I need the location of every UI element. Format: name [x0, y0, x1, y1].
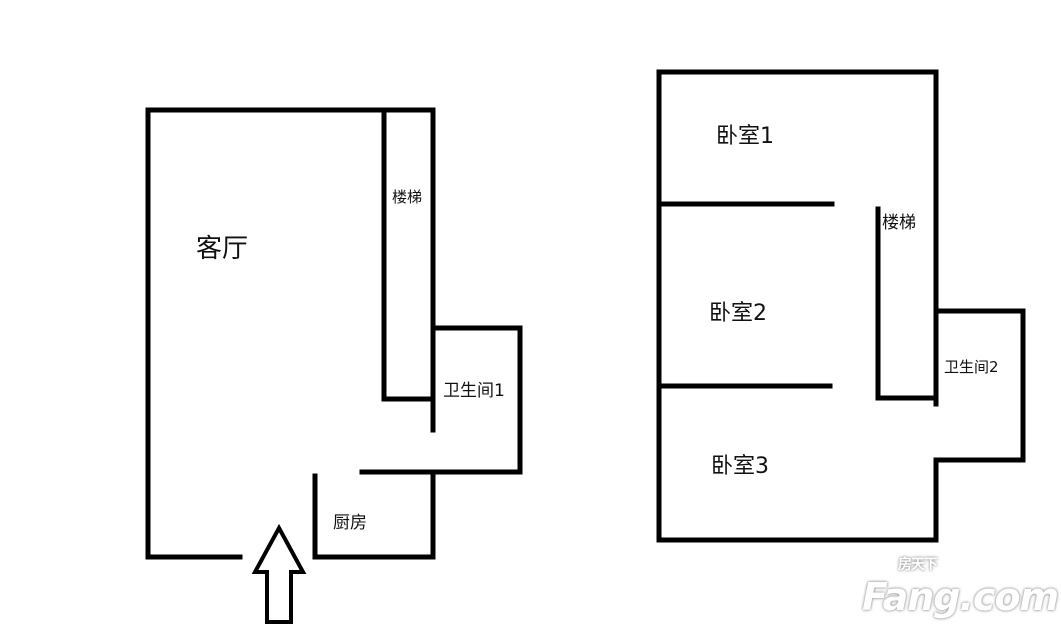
bathroom2-label: 卫生间2 — [944, 358, 999, 376]
watermark-brand: Fang.com — [862, 575, 1059, 619]
bathroom1-label: 卫生间1 — [443, 381, 505, 401]
floor2-stairs-label: 楼梯 — [882, 213, 916, 233]
bedroom2-label: 卧室2 — [709, 301, 767, 326]
fang-watermark-logo: 房天下 Fang.com — [862, 558, 1059, 619]
kitchen-label: 厨房 — [333, 513, 367, 533]
floor1-stairs-label: 楼梯 — [392, 188, 423, 206]
floor1-stair-wall — [381, 110, 436, 402]
floor1-kitchen-wall — [312, 469, 436, 560]
floor2-outer-wall — [656, 69, 939, 543]
floor1-bathroom-wall — [359, 325, 523, 475]
floor2-stair-wall — [875, 206, 939, 401]
living-room-label: 客厅 — [196, 234, 249, 264]
floor1-outer-wall — [145, 107, 436, 560]
bedroom3-label: 卧室3 — [711, 454, 769, 479]
entrance-arrow-icon — [251, 523, 307, 624]
floor2-bathroom-wall — [933, 308, 1026, 463]
bedroom1-label: 卧室1 — [716, 124, 774, 149]
watermark-cn: 房天下 — [898, 557, 938, 573]
